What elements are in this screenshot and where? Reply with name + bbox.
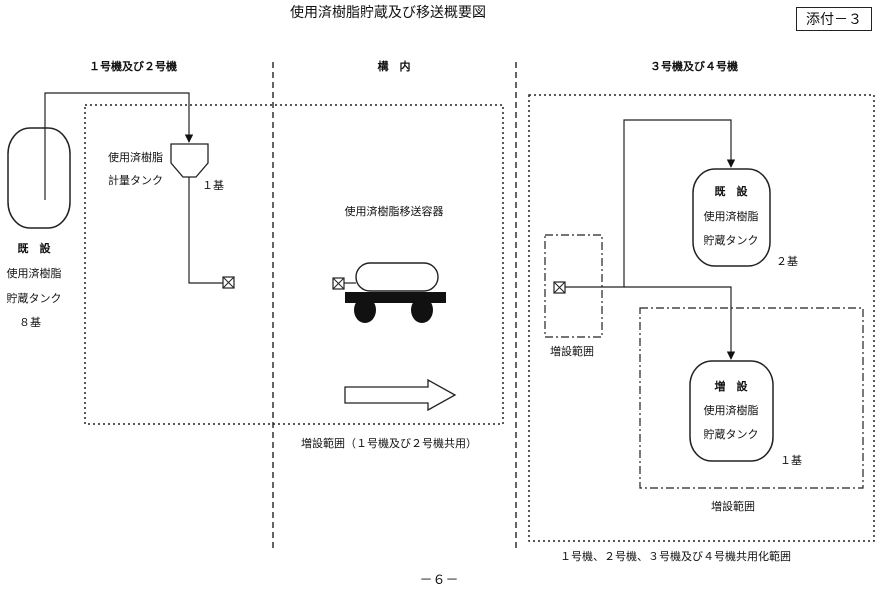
- existing-tanks-units-3-4-line1: 既 設: [714, 185, 748, 198]
- shared-area-label: １号機、２号機、３号機及び４号機共用化範囲: [560, 550, 791, 563]
- existing-tank-units-3-4: [692, 168, 771, 267]
- existing-tanks-units-1-2-count: ８基: [19, 316, 41, 329]
- valve-icon-units-3-4: [553, 281, 566, 294]
- measuring-tank-label-line1: 使用済樹脂: [108, 151, 163, 164]
- new-tank-units-3-4: [689, 360, 774, 462]
- transfer-container-truck: [332, 262, 446, 323]
- transfer-container-label: 使用済樹脂移送容器: [344, 205, 444, 218]
- new-tank-units-3-4-count: １基: [780, 454, 802, 467]
- new-tank-units-3-4-line1: 増 設: [714, 380, 748, 393]
- existing-tanks-units-3-4-count: ２基: [776, 255, 798, 268]
- existing-tanks-units-1-2-line3: 貯蔵タンク: [6, 292, 62, 305]
- shared-area-boundary: [528, 94, 875, 542]
- transfer-direction-arrow-icon: [344, 378, 457, 412]
- existing-tank-units-1-2: [7, 127, 71, 229]
- measuring-tank-label-line2: 計量タンク: [108, 174, 163, 187]
- valve-icon-units-1-2: [222, 276, 235, 289]
- pipe-valve-to-existing-tanks: [565, 119, 736, 288]
- expansion-area-new-tank-boundary: [639, 307, 864, 489]
- new-tank-units-3-4-line3: 貯蔵タンク: [703, 428, 759, 441]
- expansion-area-boundary-units-1-2: [84, 104, 504, 425]
- attachment-badge: 添付－３: [796, 7, 872, 31]
- pipe-measuring-to-valve: [188, 177, 223, 284]
- section-label-on-site: 構 内: [377, 60, 411, 73]
- existing-tanks-units-1-2-line2: 使用済樹脂: [6, 267, 62, 280]
- expansion-area-units-3-4-label: 増設範囲: [711, 500, 755, 513]
- existing-tanks-units-3-4-line3: 貯蔵タンク: [703, 234, 759, 247]
- pipe-valve-to-new-tank: [624, 286, 736, 360]
- expansion-area-small-label: 増設範囲: [550, 345, 594, 358]
- pipe-existing-to-measuring-tank: [44, 92, 194, 200]
- section-label-units-3-4: ３号機及び４号機: [650, 60, 738, 73]
- diagram-title: 使用済樹脂貯蔵及び移送概要図: [290, 5, 486, 21]
- section-label-units-1-2: １号機及び２号機: [89, 60, 177, 73]
- expansion-area-small-boundary: [544, 234, 603, 338]
- measuring-tank: [170, 143, 209, 178]
- new-tank-units-3-4-line2: 使用済樹脂: [703, 404, 759, 417]
- measuring-tank-count: １基: [202, 179, 224, 192]
- existing-tanks-units-3-4-line2: 使用済樹脂: [703, 210, 759, 223]
- existing-tanks-units-1-2-line1: 既 設: [17, 242, 51, 255]
- expansion-area-units-1-2-label: 増設範囲（１号機及び２号機共用）: [301, 437, 477, 450]
- page-number: －６－: [419, 573, 459, 588]
